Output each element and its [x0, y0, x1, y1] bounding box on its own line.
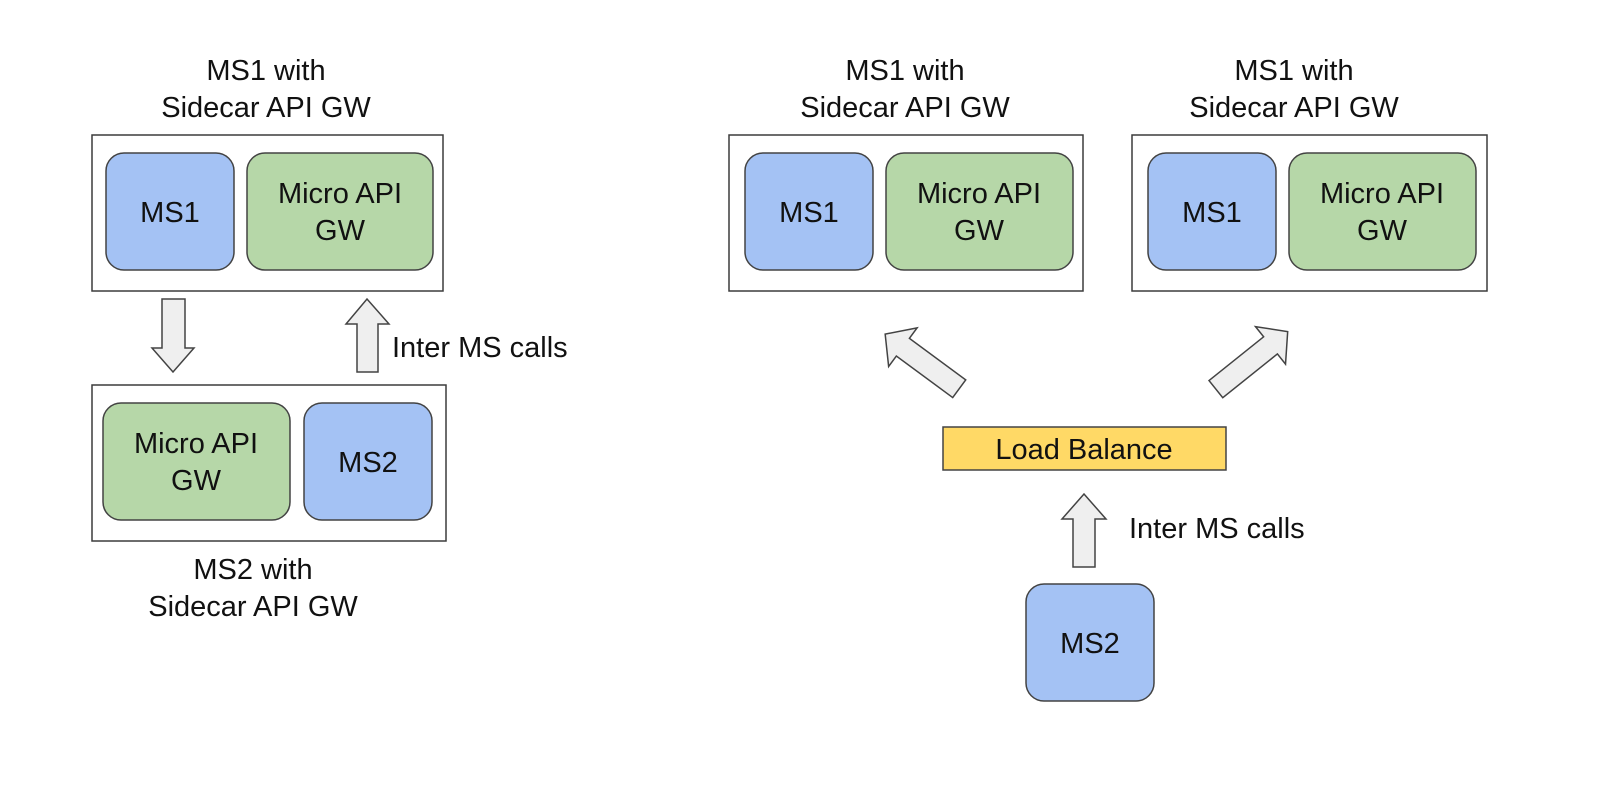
left-arrow-label: Inter MS calls [392, 332, 568, 364]
left-top-caption-line2: Sidecar API GW [161, 92, 371, 124]
left-down-arrow [150, 298, 196, 374]
right-b-caption-line2: Sidecar API GW [1189, 92, 1399, 124]
right-arrow-to-container-a [884, 326, 967, 399]
left-top-gateway-label-line2: GW [315, 215, 366, 247]
right-a-gateway-label-line1: Micro API [917, 178, 1041, 210]
right-b-ms1-box [1147, 152, 1277, 271]
left-top-ms1-label: MS1 [140, 197, 200, 229]
left-diagram: MS1 with Sidecar API GW MS1 Micro API GW… [91, 55, 568, 623]
right-b-ms1-label: MS1 [1182, 197, 1242, 229]
load-balancer-box [942, 426, 1227, 471]
right-a-ms1-box [744, 152, 874, 271]
load-balancer-label: Load Balance [995, 434, 1172, 466]
left-bottom-gateway-label-line2: GW [171, 465, 222, 497]
left-bottom-caption-line2: Sidecar API GW [148, 591, 358, 623]
left-top-gateway-box [246, 152, 434, 271]
right-arrow-label: Inter MS calls [1129, 513, 1305, 545]
right-up-arrow [1060, 492, 1108, 568]
left-top-gateway-label-line1: Micro API [278, 178, 402, 210]
left-bottom-ms2-box [303, 402, 433, 521]
right-diagram: MS1 with Sidecar API GW MS1 Micro API GW… [728, 55, 1488, 702]
left-bottom-gateway-label-line1: Micro API [134, 428, 258, 460]
right-a-ms1-label: MS1 [779, 197, 839, 229]
left-top-caption-line1: MS1 with [206, 55, 325, 87]
right-b-gateway-box [1288, 152, 1477, 271]
right-ms2-box [1025, 583, 1155, 702]
left-bottom-gateway-box [102, 402, 291, 521]
left-up-arrow [344, 297, 391, 373]
right-a-caption-line1: MS1 with [845, 55, 964, 87]
left-bottom-ms2-label: MS2 [338, 447, 398, 479]
right-b-gateway-label-line1: Micro API [1320, 178, 1444, 210]
right-b-caption-line1: MS1 with [1234, 55, 1353, 87]
left-top-ms1-box [105, 152, 235, 271]
right-arrow-to-container-b [1207, 325, 1289, 399]
right-ms2-label: MS2 [1060, 628, 1120, 660]
right-a-gateway-label-line2: GW [954, 215, 1005, 247]
left-bottom-caption-line1: MS2 with [193, 554, 312, 586]
right-b-gateway-label-line2: GW [1357, 215, 1408, 247]
right-a-gateway-box [885, 152, 1074, 271]
right-a-caption-line2: Sidecar API GW [800, 92, 1010, 124]
